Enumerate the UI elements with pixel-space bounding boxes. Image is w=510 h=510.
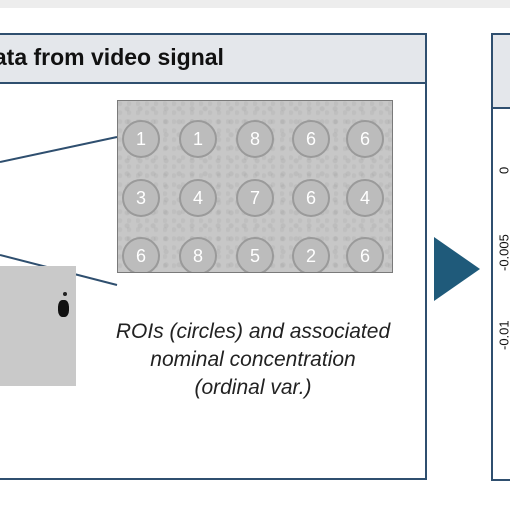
caption-line: nominal concentration (150, 348, 356, 371)
flow-arrow-icon (434, 237, 480, 301)
dark-spot (63, 292, 67, 296)
roi-circle: 3 (122, 179, 160, 217)
roi-circle: 4 (346, 179, 384, 217)
roi-circle: 4 (179, 179, 217, 217)
roi-circle: 6 (292, 120, 330, 158)
video-frame-thumbnail (0, 266, 76, 386)
y-tick-label: -0.005 (496, 234, 510, 272)
panel-title: Extraction of image data from video sign… (0, 44, 224, 70)
signal-panel-title-bar (493, 35, 510, 109)
roi-circle: 6 (122, 237, 160, 272)
roi-circle: 6 (346, 120, 384, 158)
roi-circle: 1 (122, 120, 160, 158)
caption-line: ROIs (circles) and associated (115, 320, 391, 343)
signal-panel (491, 33, 510, 481)
caption-line: (ordinal var.) (194, 376, 312, 399)
top-band (0, 0, 510, 8)
roi-circle: 6 (292, 179, 330, 217)
roi-circle: 6 (346, 237, 384, 272)
dark-spot (58, 300, 69, 317)
roi-circle: 8 (236, 120, 274, 158)
roi-circle: 2 (292, 237, 330, 272)
y-tick-label: 0 (496, 166, 510, 174)
roi-circle: 7 (236, 179, 274, 217)
panel-title-bar: Extraction of image data from video sign… (0, 35, 425, 84)
roi-caption: ROIs (circles) and associated nominal co… (88, 318, 418, 402)
y-tick-label: -0.01 (496, 320, 510, 350)
roi-circle: 1 (179, 120, 217, 158)
roi-circle: 5 (236, 237, 274, 272)
roi-circle: 8 (179, 237, 217, 272)
zoom-line-top (0, 136, 118, 163)
